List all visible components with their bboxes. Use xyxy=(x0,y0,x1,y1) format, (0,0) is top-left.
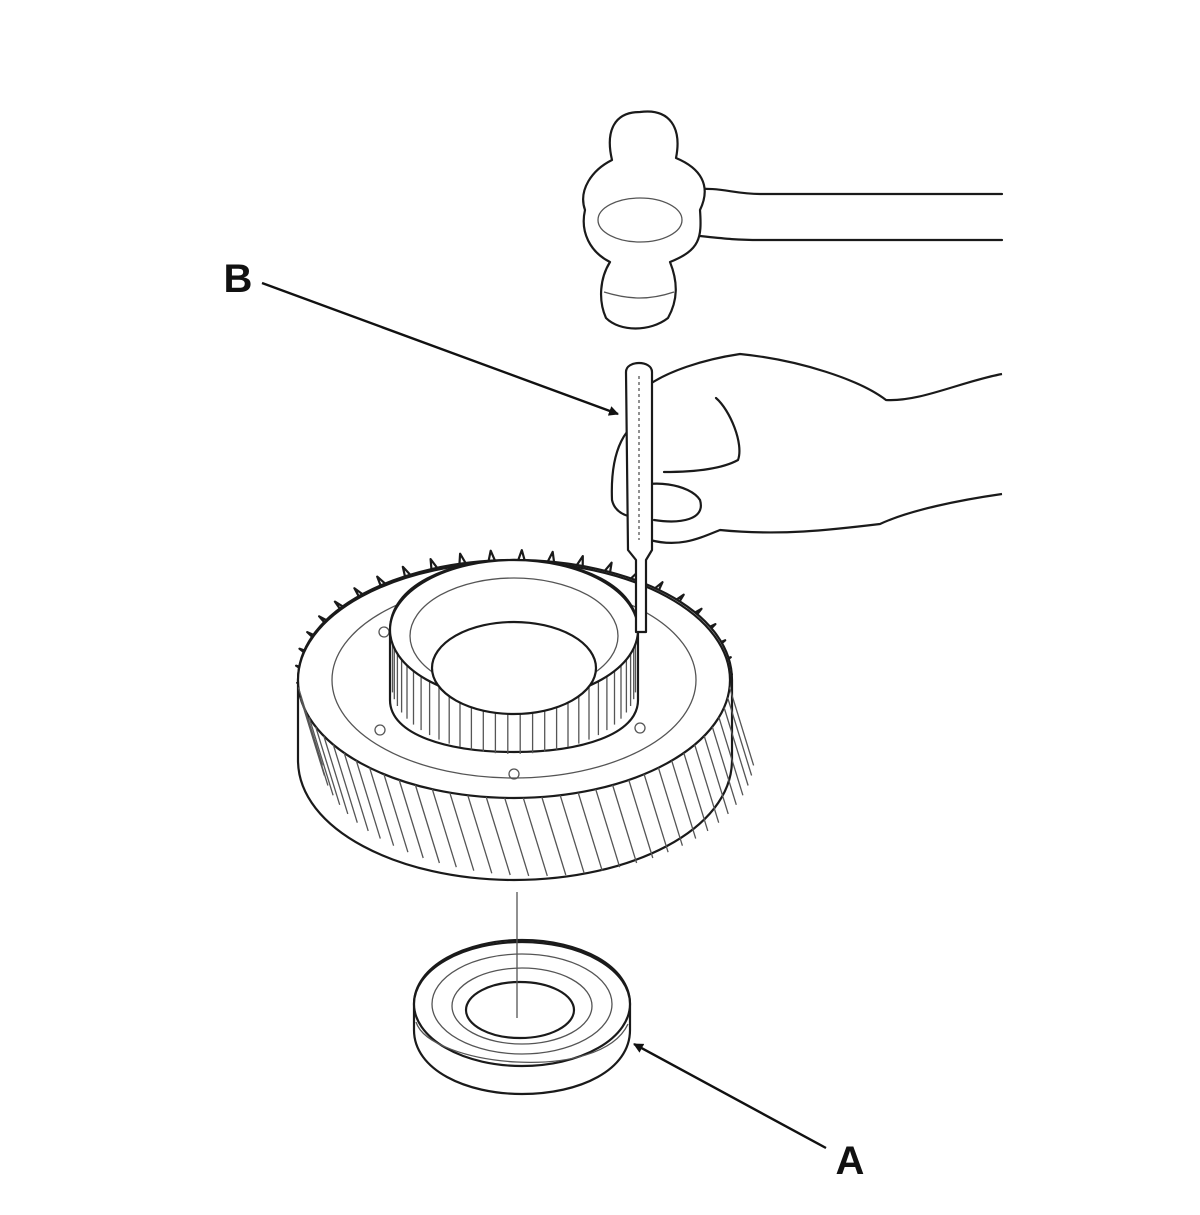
gear-helix-line xyxy=(398,779,424,859)
hub-bore xyxy=(430,620,598,716)
hammer-head xyxy=(582,110,706,330)
gear-helix-line xyxy=(414,784,441,864)
hammer-handle xyxy=(688,187,1004,242)
bearing-side-ring xyxy=(415,1021,629,1063)
gear-helix-line xyxy=(355,760,381,839)
hammer-face-line xyxy=(603,291,675,299)
gear-helix-line xyxy=(671,760,697,839)
gear-helix-line xyxy=(628,779,654,859)
gear-helix-line xyxy=(728,687,755,766)
gear-helix-line xyxy=(383,774,409,853)
gear-helix-line xyxy=(449,792,475,871)
bearing-outer-race xyxy=(431,953,613,1055)
hammer-neck xyxy=(597,197,683,243)
gear-helix-line xyxy=(297,687,324,766)
gear-helix-line xyxy=(718,717,744,796)
gear-helix-line xyxy=(711,726,737,805)
ball-bearing xyxy=(412,938,632,1096)
gear-helix-line xyxy=(485,796,511,876)
callout-a-leader xyxy=(633,1042,827,1150)
drift-punch xyxy=(624,361,654,634)
gear-helix-line xyxy=(323,735,349,815)
gear-helix-line xyxy=(643,774,669,853)
gear-helix-line xyxy=(559,795,585,874)
gear-helix-line xyxy=(723,707,749,786)
gear-helix-line xyxy=(595,789,621,868)
helical-gear xyxy=(295,549,755,882)
bearing-inner-race xyxy=(451,967,593,1045)
gear-helix-line xyxy=(315,726,341,805)
gear-helix-line xyxy=(343,752,369,832)
gear-helix-line xyxy=(611,784,638,864)
gear-helix-line xyxy=(504,797,530,877)
gear-helix-line xyxy=(726,697,753,776)
bearing-bore xyxy=(464,980,576,1040)
callout-b-leader xyxy=(261,281,619,416)
callout-b-label: B xyxy=(224,257,253,301)
gear-helix-line xyxy=(657,767,684,846)
gear-helix-line xyxy=(541,796,567,876)
gear-helix-line xyxy=(577,792,603,871)
gear-helix-line xyxy=(332,744,358,823)
gear-helix-line xyxy=(683,752,709,832)
callout-a-label: A xyxy=(836,1139,865,1183)
callout-a: A xyxy=(633,1042,865,1183)
gear-helix-line xyxy=(368,767,395,846)
gear-helix-line xyxy=(694,744,720,823)
callout-b: B xyxy=(224,257,619,416)
gear-helix-line xyxy=(308,717,334,796)
gear-helix-line xyxy=(467,795,493,874)
gear-helix-line xyxy=(703,735,729,815)
gear-helix-line xyxy=(431,789,457,868)
hand-outline xyxy=(648,352,1003,544)
hand xyxy=(610,352,1003,544)
gear-helix-lines xyxy=(297,687,755,877)
gear-helix-line xyxy=(303,707,329,786)
gear-helix-line xyxy=(522,797,548,877)
hammer xyxy=(582,110,1004,330)
